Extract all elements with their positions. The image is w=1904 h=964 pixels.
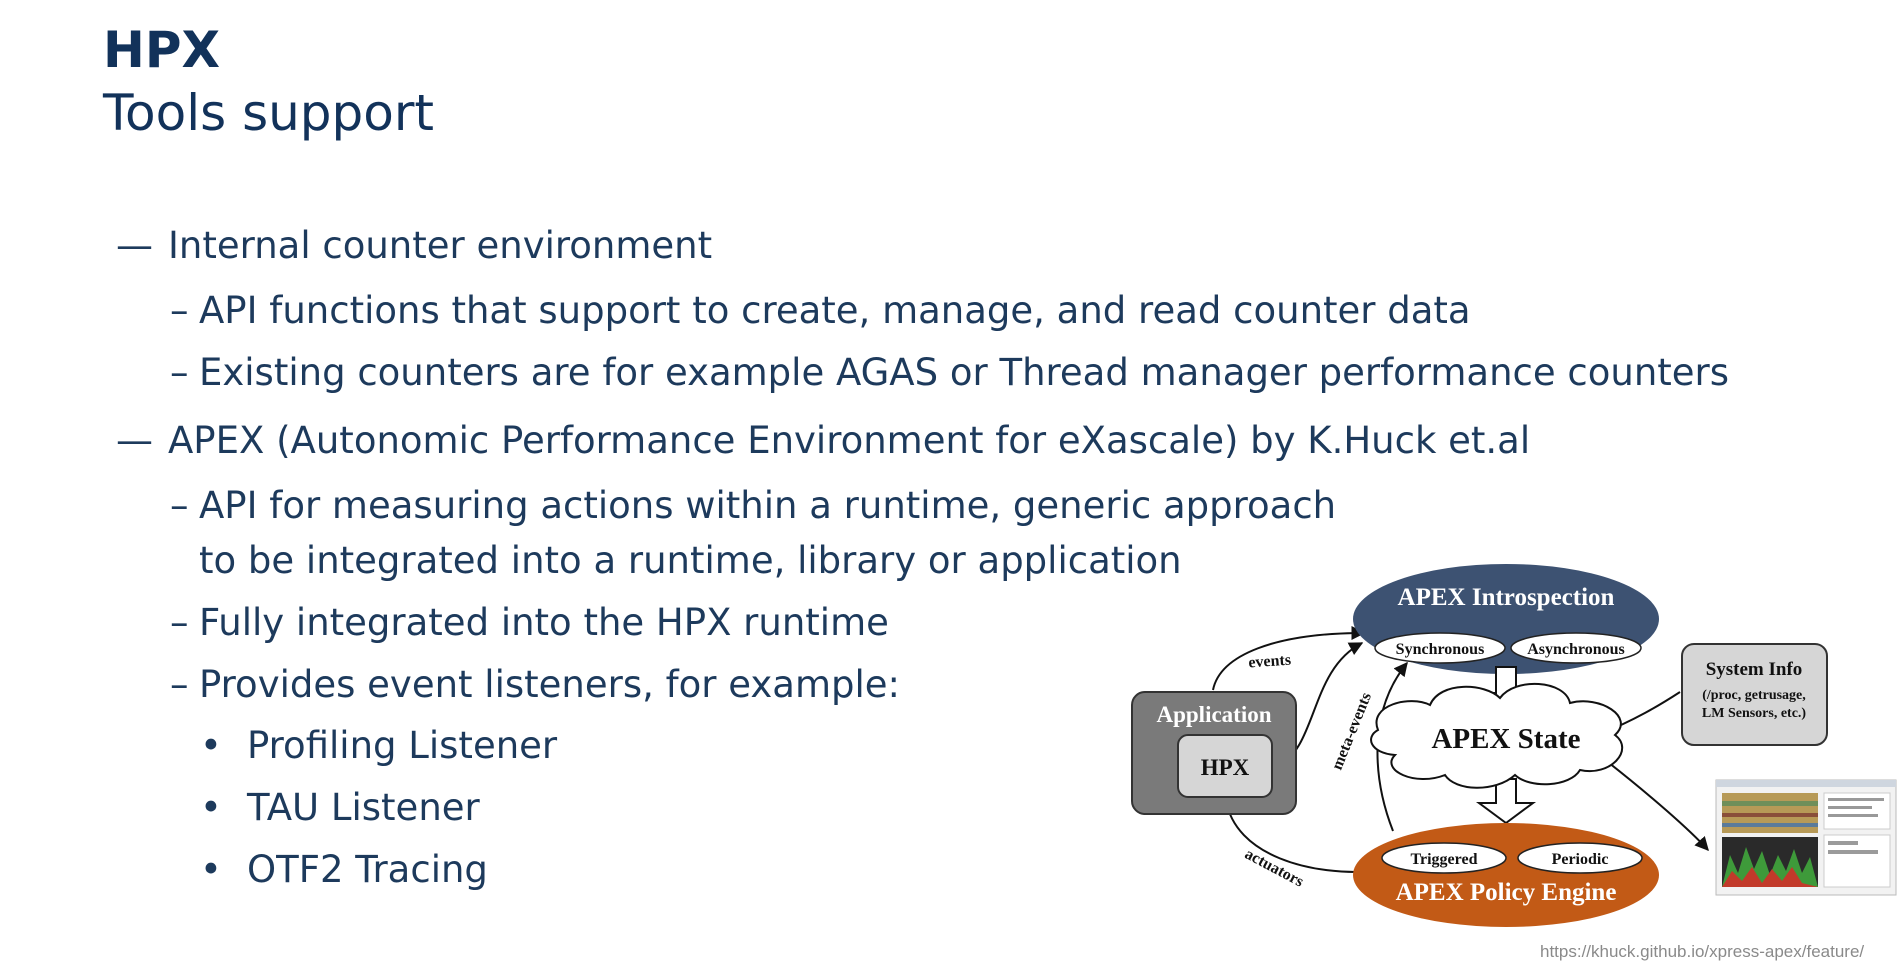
events-label: events	[1248, 652, 1292, 672]
triggered-label: Triggered	[1411, 851, 1478, 868]
state-node: APEX State	[1370, 683, 1623, 789]
system-info-title: System Info	[1706, 659, 1803, 680]
bullet-text: Fully integrated into the HPX runtime	[199, 601, 889, 644]
application-label: Application	[1156, 702, 1271, 727]
source-url: https://khuck.github.io/xpress-apex/feat…	[1540, 942, 1865, 961]
events-arrow	[1212, 626, 1366, 691]
state-to-output-arrow	[1603, 758, 1709, 852]
bullet-marker: –	[170, 351, 189, 394]
application-node: Application HPX	[1131, 691, 1297, 815]
slide-title: HPX	[103, 21, 221, 79]
bullet-tau-listener: • TAU Listener	[200, 785, 480, 831]
periodic-label: Periodic	[1552, 851, 1609, 868]
bullet-marker: –	[170, 663, 189, 706]
bullet-text: APEX (Autonomic Performance Environment …	[168, 419, 1531, 462]
bullet-marker: •	[200, 724, 222, 767]
bullet-api-functions: – API functions that support to create, …	[170, 288, 1471, 334]
actuators-label: actuators	[1242, 846, 1306, 891]
bullet-fully-integrated: – Fully integrated into the HPX runtime	[170, 600, 889, 646]
policy-label: APEX Policy Engine	[1396, 879, 1617, 906]
introspection-node: APEX Introspection Synchronous Asynchron…	[1353, 564, 1659, 674]
state-label: APEX State	[1431, 723, 1580, 755]
bullet-otf2-tracing: • OTF2 Tracing	[200, 847, 488, 893]
bullet-existing-counters: – Existing counters are for example AGAS…	[170, 350, 1730, 396]
bullet-text: Internal counter environment	[168, 224, 713, 267]
bullet-api-measuring-continued: to be integrated into a runtime, library…	[199, 539, 1182, 582]
bullet-event-listeners: – Provides event listeners, for example:	[170, 662, 900, 708]
bullet-marker: •	[200, 786, 222, 829]
down-arrow-bottom	[1475, 778, 1537, 825]
system-info-line2: LM Sensors, etc.)	[1702, 706, 1807, 721]
bullet-marker: —	[116, 224, 153, 267]
bullet-marker: •	[200, 848, 222, 891]
apex-architecture-diagram: APEX Introspection Synchronous Asynchron…	[1131, 564, 1897, 927]
state-cloud	[1370, 683, 1623, 789]
output-screenshot-image	[1715, 779, 1897, 896]
bullet-profiling-listener: • Profiling Listener	[200, 723, 558, 769]
slide-subtitle: Tools support	[103, 84, 435, 142]
bullet-marker: –	[170, 601, 189, 644]
bullet-text: API functions that support to create, ma…	[199, 289, 1471, 332]
bullet-marker: –	[170, 289, 189, 332]
synchronous-label: Synchronous	[1396, 641, 1485, 658]
bullet-text: API for measuring actions within a runti…	[199, 484, 1337, 527]
bullet-marker: —	[116, 419, 153, 462]
bullet-apex: — APEX (Autonomic Performance Environmen…	[116, 418, 1531, 464]
bullet-text: Provides event listeners, for example:	[199, 663, 900, 706]
bullet-internal-counter: — Internal counter environment	[116, 223, 713, 269]
system-info-line1: (/proc, getrusage,	[1702, 688, 1806, 703]
system-info-node: System Info (/proc, getrusage, LM Sensor…	[1681, 643, 1828, 746]
bullet-text: TAU Listener	[247, 786, 480, 829]
meta-events-label: meta-events	[1329, 690, 1375, 772]
introspection-label: APEX Introspection	[1398, 584, 1615, 611]
bullet-marker: –	[170, 484, 189, 527]
asynchronous-label: Asynchronous	[1527, 641, 1625, 658]
actuators-arrow	[1221, 798, 1379, 873]
bullet-text: Existing counters are for example AGAS o…	[199, 351, 1730, 394]
bullet-text: Profiling Listener	[247, 724, 558, 767]
hpx-label: HPX	[1201, 755, 1250, 780]
policy-engine-node: Triggered Periodic APEX Policy Engine	[1353, 823, 1659, 927]
bullet-text: OTF2 Tracing	[247, 848, 488, 891]
bullet-api-measuring: – API for measuring actions within a run…	[170, 483, 1337, 529]
